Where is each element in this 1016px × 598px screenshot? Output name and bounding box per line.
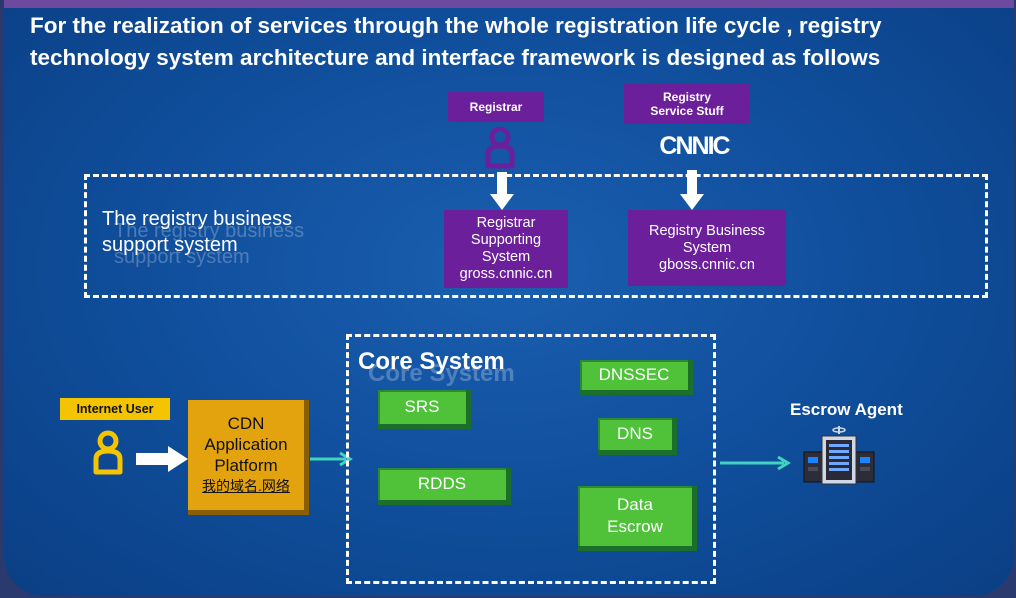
core-system-dashed-box xyxy=(346,334,716,584)
core-to-escrow-arrow xyxy=(720,455,791,471)
business-support-label: The registry business support system xyxy=(102,208,293,256)
business-support-dashed-box xyxy=(84,174,988,298)
user-to-cdn-arrow xyxy=(136,446,188,472)
top-accent-bar xyxy=(4,0,1014,8)
cnnic-logo: CNNIC xyxy=(659,132,730,160)
cdn-to-core-arrow xyxy=(310,451,353,467)
core-system-title: Core System xyxy=(358,348,505,375)
core-system-title-shadow: Core System xyxy=(368,360,515,387)
registry-staff-label: Registry Service Stuff xyxy=(650,90,724,118)
data-escrow-box: Data Escrow xyxy=(578,486,697,551)
escrow-agent-label: Escrow Agent xyxy=(790,400,903,419)
registrar-label: Registrar xyxy=(469,100,523,114)
cdn-application-platform-box: CDN Application Platform 我的域名.网络 xyxy=(188,400,309,515)
registrar-user-icon xyxy=(485,126,515,169)
server-rack-icon xyxy=(803,426,875,485)
slide-title: For the realization of services through … xyxy=(30,13,882,70)
diagram-slide: For the realization of services through … xyxy=(4,0,1014,596)
registry-staff-tag: Registry Service Stuff xyxy=(624,84,750,124)
cdn-domain-link[interactable]: 我的域名.网络 xyxy=(202,478,290,494)
registry-business-system-box: Registry Business System gboss.cnnic.cn xyxy=(628,210,786,286)
srs-box: SRS xyxy=(378,390,471,429)
registrar-supporting-system-box: Registrar Supporting System gross.cnnic.… xyxy=(444,210,568,288)
internet-user-icon xyxy=(93,430,123,475)
internet-user-tag: Internet User xyxy=(60,398,170,420)
business-support-shadow-label: The registry business support system xyxy=(114,220,305,268)
registrar-tag: Registrar xyxy=(448,92,544,122)
registrar-down-arrow xyxy=(490,172,514,210)
registry-down-arrow xyxy=(680,170,704,210)
dnssec-box: DNSSEC xyxy=(580,360,693,395)
rdds-box: RDDS xyxy=(378,468,511,505)
dns-box: DNS xyxy=(598,418,677,455)
